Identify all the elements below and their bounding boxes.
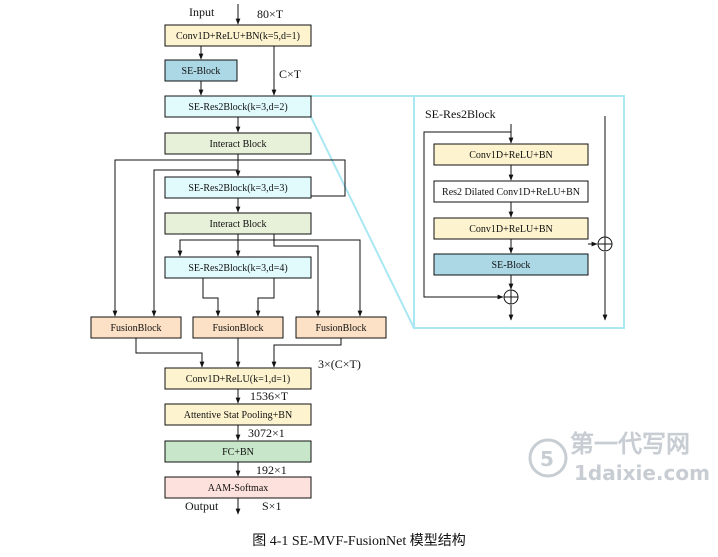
zoom-projection <box>310 95 625 329</box>
aam-label: AAM-Softmax <box>208 483 269 494</box>
detail-conv-b-label: Conv1D+ReLU+BN <box>469 224 553 235</box>
detail-se-block-label: SE-Block <box>492 260 531 271</box>
output-dim: S×1 <box>262 499 281 513</box>
res2-1-label: SE-Res2Block(k=3,d=2) <box>188 102 287 113</box>
add-icon <box>597 236 613 252</box>
fusion-3-label: FusionBlock <box>315 323 366 334</box>
detail-conv-a-label: Conv1D+ReLU+BN <box>469 150 553 161</box>
detail-panel: SE-Res2Block Conv1D+ReLU+BN Res2 Dilated… <box>425 107 589 276</box>
res2-2-label: SE-Res2Block(k=3,d=3) <box>188 183 287 194</box>
se-block-label: SE-Block <box>182 66 221 77</box>
watermark: 5 第一代写网 1daixie.com <box>528 430 710 485</box>
concat-dim: 3×(C×T) <box>318 357 361 371</box>
watermark-logo-icon <box>528 438 568 478</box>
res2-3-label: SE-Res2Block(k=3,d=4) <box>188 263 287 274</box>
dim-3072: 3072×1 <box>248 426 285 440</box>
zoom-panel-border <box>413 95 625 329</box>
detail-adders <box>503 236 613 305</box>
interact-2-label: Interact Block <box>210 219 267 230</box>
fc-label: FC+BN <box>222 447 254 458</box>
detail-connectors <box>423 116 608 321</box>
res2-3-box <box>164 256 312 279</box>
dim-1536: 1536×T <box>250 389 289 403</box>
watermark-cn: 第一代写网 <box>570 430 690 458</box>
fusion-2-label: FusionBlock <box>212 323 263 334</box>
conv-out-label: Conv1D+ReLU(k=1,d=1) <box>186 374 290 385</box>
main-connectors <box>112 4 363 515</box>
watermark-url: 1daixie.com <box>574 461 710 485</box>
pooling-label: Attentive Stat Pooling+BN <box>184 410 292 421</box>
fusion-1-label: FusionBlock <box>110 323 161 334</box>
add-icon <box>503 289 519 305</box>
zoom-line-bottom <box>310 116 415 329</box>
figure-caption: 图 4-1 SE-MVF-FusionNet 模型结构 <box>252 533 466 549</box>
ct-label: C×T <box>279 67 302 81</box>
output-label: Output <box>185 499 219 513</box>
main-flow: Conv1D+ReLU+BN(k=5,d=1) SE-Block SE-Res2… <box>90 24 387 499</box>
input-label: Input <box>189 5 215 19</box>
conv-in-label: Conv1D+ReLU+BN(k=5,d=1) <box>176 31 300 42</box>
interact-1-label: Interact Block <box>210 139 267 150</box>
watermark-logo-digit: 5 <box>540 447 554 471</box>
detail-res2-dilated-label: Res2 Dilated Conv1D+ReLU+BN <box>442 187 580 198</box>
input-dim: 80×T <box>257 7 284 21</box>
conv-in-box <box>164 24 312 47</box>
main-labels: Input 80×T C×T 3×(C×T) 1536×T 3072×1 192… <box>185 5 361 513</box>
detail-title: SE-Res2Block <box>425 107 496 121</box>
dim-192: 192×1 <box>256 463 287 477</box>
